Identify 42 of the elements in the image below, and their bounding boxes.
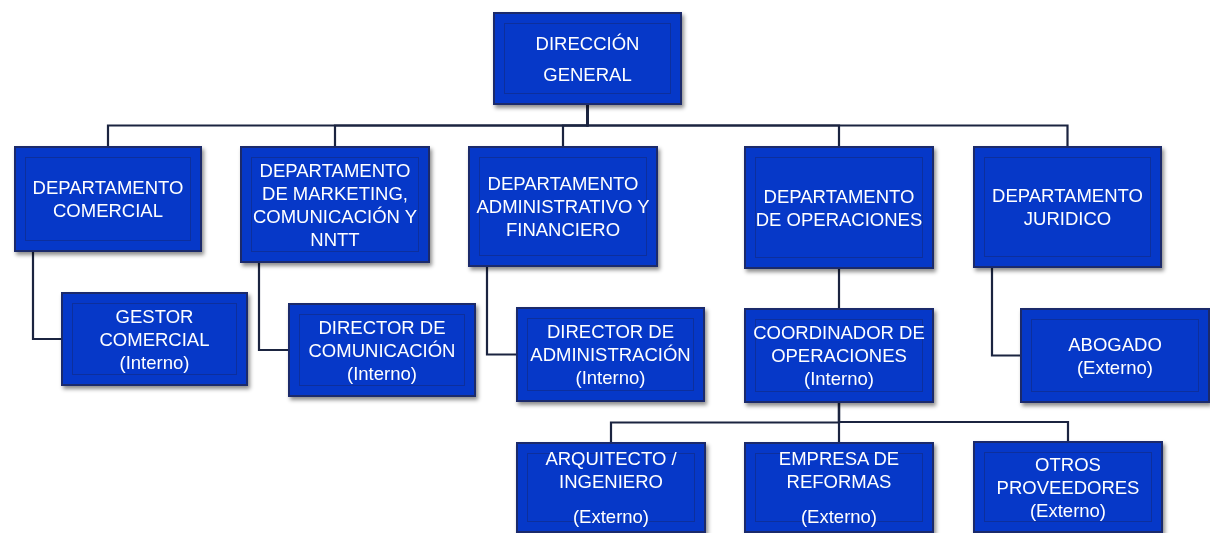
org-box [516, 442, 706, 533]
org-box [973, 146, 1162, 268]
org-box [14, 146, 202, 252]
type-label: (Externo) [572, 505, 650, 528]
role-label: ABOGADO [1068, 332, 1162, 356]
org-box [288, 303, 476, 397]
type-label: (Externo) [1076, 355, 1154, 379]
connector-line [990, 268, 1020, 357]
role-label: OTROS PROVEEDORES [995, 452, 1141, 499]
org-box [1020, 308, 1210, 403]
org-box [468, 146, 658, 267]
org-box [516, 307, 705, 402]
role-label: DEPARTAMENTO JURIDICO [991, 184, 1144, 230]
role-label: DEPARTAMENTO COMERCIAL [31, 176, 185, 222]
org-box [744, 308, 934, 403]
type-label: (Externo) [1029, 498, 1107, 522]
role-label: DEPARTAMENTO DE OPERACIONES [754, 184, 924, 231]
connector-line [837, 269, 841, 308]
type-label: (Interno) [347, 361, 417, 385]
role-label: DEPARTAMENTO DE MARKETING, COMUNICACIÓN Y NNTT [251, 158, 419, 251]
type-label: (Interno) [804, 367, 874, 390]
type-label: (Interno) [119, 350, 190, 374]
org-box [61, 292, 248, 386]
role-label: GESTOR COMERCIAL [98, 304, 211, 351]
role-label: EMPRESA DE REFORMAS [777, 447, 901, 493]
org-box [973, 441, 1163, 533]
role-label: DIRECTOR DE ADMINISTRACIÓN [529, 320, 692, 366]
role-label: COORDINADOR DE OPERACIONES [752, 321, 926, 367]
role-label: ARQUITECTO / INGENIERO [544, 447, 678, 493]
role-label: DEPARTAMENTO ADMINISTRATIVO Y FINANCIERO [475, 172, 651, 241]
org-box [744, 146, 934, 269]
org-box [744, 442, 934, 533]
connector-line [257, 263, 288, 352]
org-box [240, 146, 430, 263]
role-label: DIRECCIÓN GENERAL [534, 31, 641, 87]
role-label: DIRECTOR DE COMUNICACIÓN [307, 315, 457, 362]
type-label: (Interno) [575, 366, 646, 389]
connector-line [485, 267, 516, 356]
org-box [493, 12, 682, 105]
type-label: (Externo) [800, 505, 878, 528]
connector-line [31, 252, 61, 341]
connector-line [837, 403, 1070, 441]
